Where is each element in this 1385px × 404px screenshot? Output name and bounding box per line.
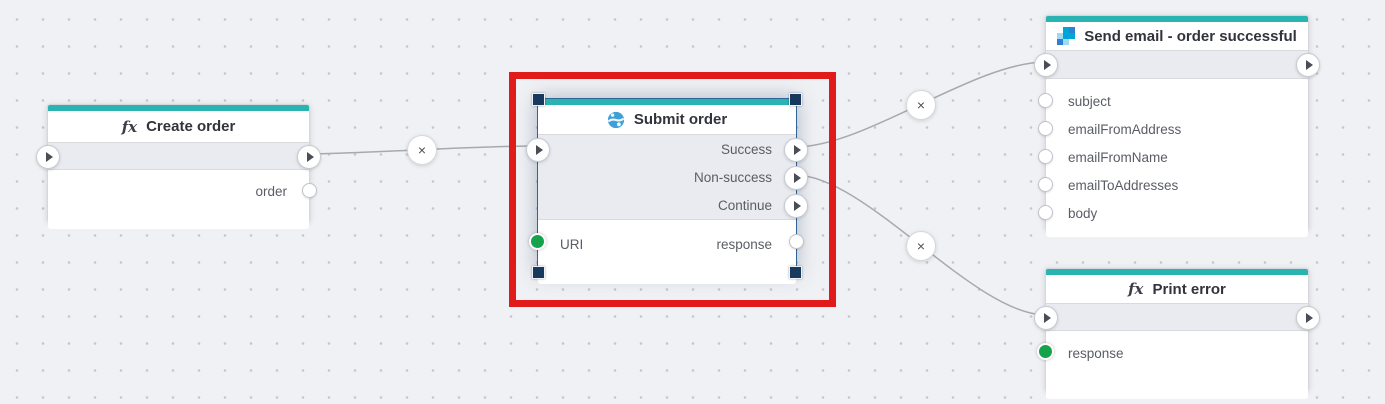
node-title: Send email - order successful — [1046, 22, 1308, 50]
play-icon — [46, 152, 53, 162]
function-icon: fx — [121, 117, 138, 136]
sendgrid-icon — [1057, 27, 1076, 45]
input-port-body[interactable] — [1038, 205, 1053, 220]
flow-output-row: Continue — [538, 191, 796, 219]
flow-output-label: Continue — [717, 197, 772, 213]
flow-in-port[interactable] — [526, 138, 550, 162]
play-icon — [1044, 313, 1051, 323]
output-port-response[interactable] — [789, 234, 804, 249]
input-port-emailfromname[interactable] — [1038, 149, 1053, 164]
input-row: body — [1046, 199, 1308, 227]
node-send-email[interactable]: Send email - order successful subject em… — [1034, 15, 1320, 237]
input-label: URI — [560, 236, 584, 252]
play-icon — [794, 201, 801, 211]
globe-icon — [607, 111, 625, 128]
play-icon — [794, 173, 801, 183]
play-icon — [794, 145, 801, 155]
flow-band — [1034, 50, 1320, 79]
node-title-text: Print error — [1152, 280, 1226, 298]
x-icon: × — [916, 238, 926, 254]
node-title-text: Submit order — [633, 111, 728, 128]
input-port-emailfromaddress[interactable] — [1038, 121, 1053, 136]
node-title-text: Create order — [146, 118, 236, 135]
play-icon — [307, 152, 314, 162]
delete-connection-button[interactable]: × — [906, 90, 936, 120]
play-icon — [1306, 60, 1313, 70]
input-label: emailFromName — [1068, 149, 1168, 165]
input-label: emailToAddresses — [1068, 177, 1179, 193]
flow-in-port[interactable] — [1034, 306, 1058, 330]
input-row: response — [1046, 340, 1308, 366]
input-row: emailFromAddress — [1046, 115, 1308, 143]
node-accent-bar — [1046, 16, 1308, 22]
node-print-error[interactable]: fx Print error response — [1034, 268, 1320, 399]
selection-handle[interactable] — [789, 93, 802, 106]
selection-handle[interactable] — [532, 93, 545, 106]
output-label: order — [255, 183, 287, 199]
input-port-emailtoaddresses[interactable] — [1038, 177, 1053, 192]
node-create-order[interactable]: fx Create order order — [36, 104, 321, 229]
flow-out-port-success[interactable] — [784, 138, 808, 162]
input-label: subject — [1068, 93, 1111, 109]
node-accent-bar — [538, 99, 796, 105]
flow-output-label: Success — [720, 141, 772, 157]
input-port-uri[interactable] — [529, 233, 546, 250]
flow-output-row: Success — [538, 135, 796, 163]
input-label: response — [1068, 345, 1124, 361]
flow-out-port[interactable] — [1296, 53, 1320, 77]
x-icon: × — [417, 142, 427, 158]
node-title-text: Send email - order successful — [1084, 27, 1297, 45]
function-icon: fx — [1128, 280, 1144, 298]
delete-connection-button[interactable]: × — [407, 135, 437, 165]
play-icon — [536, 145, 543, 155]
flow-out-port[interactable] — [1296, 306, 1320, 330]
input-port-subject[interactable] — [1038, 93, 1053, 108]
flow-band: Success Non-success Continue — [526, 134, 808, 220]
output-port-order[interactable] — [302, 183, 317, 198]
selection-handle[interactable] — [532, 266, 545, 279]
input-label: body — [1068, 205, 1098, 221]
flow-out-port-nonsuccess[interactable] — [784, 166, 808, 190]
flow-output-row: Non-success — [538, 163, 796, 191]
input-port-response[interactable] — [1037, 343, 1054, 360]
input-label: emailFromAddress — [1068, 121, 1182, 137]
node-title: Submit order — [538, 105, 796, 134]
output-row: order — [48, 178, 309, 204]
input-row: emailFromName — [1046, 143, 1308, 171]
flow-out-port[interactable] — [297, 145, 321, 169]
flow-in-port[interactable] — [1034, 53, 1058, 77]
node-accent-bar — [1046, 269, 1308, 275]
input-row: subject — [1046, 87, 1308, 115]
delete-connection-button[interactable]: × — [906, 231, 936, 261]
node-accent-bar — [48, 105, 309, 111]
play-icon — [1044, 60, 1051, 70]
flow-band — [36, 142, 321, 170]
selection-handle[interactable] — [789, 266, 802, 279]
io-row: URI response — [538, 231, 796, 257]
node-submit-order[interactable]: Submit order Success Non-success Continu… — [526, 93, 808, 284]
node-title: fx Create order — [48, 111, 309, 142]
input-row: emailToAddresses — [1046, 171, 1308, 199]
x-icon: × — [916, 97, 926, 113]
flow-output-label: Non-success — [693, 169, 772, 185]
flow-out-port-continue[interactable] — [784, 194, 808, 218]
output-label: response — [716, 236, 772, 252]
play-icon — [1306, 313, 1313, 323]
node-title: fx Print error — [1046, 275, 1308, 303]
flow-band — [1034, 303, 1320, 331]
flow-in-port[interactable] — [36, 145, 60, 169]
